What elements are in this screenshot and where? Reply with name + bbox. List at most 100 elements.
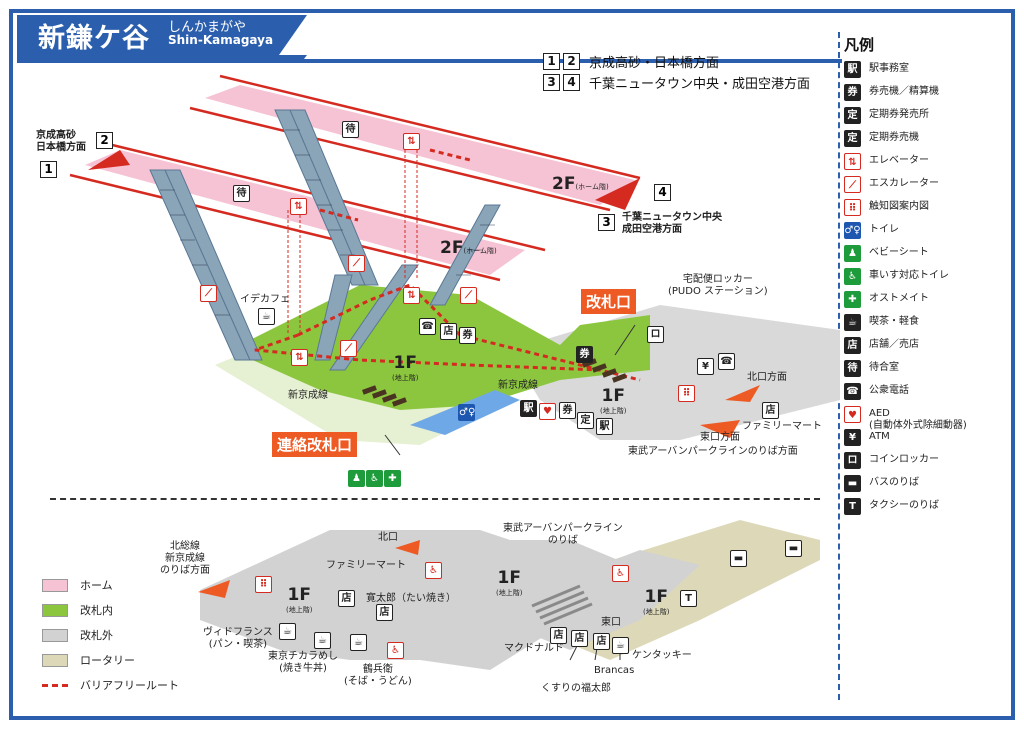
- key-barrier-free-swatch: [42, 683, 68, 687]
- atm-icon: ¥: [697, 358, 714, 375]
- direction-1-2: 1 2 京成高砂・日本橋方面: [543, 52, 719, 71]
- legend-label: トイレ: [869, 224, 899, 235]
- legend-label: ATM: [869, 431, 890, 442]
- legend-item: 定定期券売機: [844, 130, 1014, 153]
- pudo-label: 宅配便ロッカー (PUDO ステーション): [668, 274, 768, 297]
- legend-item: ♂♀ トイレ: [844, 222, 1014, 245]
- legend-item: 駅駅事務室: [844, 61, 1014, 84]
- legend-item: ⟋エスカレーター: [844, 176, 1014, 199]
- legend-item: ♥ AED (自動体外式除細動器): [844, 406, 1014, 431]
- shop-icon: 店: [550, 627, 567, 644]
- platform-2f-back: [205, 85, 635, 205]
- escalator-icon: ⟋: [460, 287, 477, 304]
- familymart-label-lower: ファミリーマート: [326, 560, 406, 571]
- aed-icon: ♥: [844, 406, 861, 423]
- elevator-icon: ⇅: [291, 349, 308, 366]
- mcdonalds-label: マクドナルド: [504, 643, 564, 654]
- floor-1f-paid: 1F(地上階): [392, 353, 419, 383]
- north-exit-label: 北口: [378, 532, 398, 543]
- hokuso-arrow: [198, 580, 230, 598]
- waiting-room-icon: 待: [233, 185, 250, 202]
- legend-label: 券売機／精算機: [869, 86, 939, 97]
- station-office-icon: 駅: [844, 61, 861, 78]
- payphone-icon: ☎: [844, 383, 861, 400]
- cafe-icon: ☕: [612, 637, 629, 654]
- legend-item: ロコインロッカー: [844, 452, 1014, 475]
- elevator-icon: ⇅: [403, 133, 420, 150]
- legend-heading: 凡例: [844, 36, 875, 54]
- shinkeisei-label-b: 新京成線: [498, 380, 538, 391]
- ticket-machine-icon: 券: [459, 327, 476, 344]
- dir-right-label: 千葉ニュータウン中央 成田空港方面: [622, 212, 722, 235]
- tactile-map-icon: ⠿: [844, 199, 861, 216]
- legend-label: ベビーシート: [869, 247, 929, 258]
- wheelchair-toilet-icon: ♿: [425, 562, 442, 579]
- taxi-icon: T: [844, 498, 861, 515]
- key-platform-swatch: [42, 578, 68, 592]
- waiting-room-icon: 待: [844, 360, 861, 377]
- shop-icon: 店: [593, 633, 610, 650]
- payphone-icon: ☎: [718, 353, 735, 370]
- elevator-icon: ⇅: [844, 153, 861, 170]
- shop-icon: 店: [844, 337, 861, 354]
- tobu-platform-label: 東武アーバンパークライン のりば: [503, 523, 623, 546]
- cafe-icon: ☕: [350, 634, 367, 651]
- key-unpaid-swatch: [42, 628, 68, 642]
- legend-item: ✚オストメイト: [844, 291, 1014, 314]
- escalator-icon: ⟋: [844, 176, 861, 193]
- kusuri-label: くすりの福太郎: [541, 683, 611, 694]
- aed-icon: ♥: [539, 403, 556, 420]
- bus-icon: ▬: [785, 540, 802, 557]
- station-office-icon: 駅: [596, 418, 613, 435]
- elevator-icon: ⇅: [290, 198, 307, 215]
- direction-3-4: 3 4 千葉ニュータウン中央・成田空港方面: [543, 73, 810, 92]
- legend-item: ☎公衆電話: [844, 383, 1014, 406]
- legend-label: AED (自動体外式除細動器): [869, 408, 967, 431]
- ticket-machine-icon: 券: [844, 84, 861, 101]
- legend-label: コインロッカー: [869, 454, 939, 465]
- key-barrier-free: バリアフリールート: [42, 677, 179, 693]
- transfer-gate-label: 連絡改札口: [272, 432, 358, 457]
- taxi-icon: T: [680, 590, 697, 607]
- key-rotary: ロータリー: [42, 652, 135, 668]
- key-unpaid: 改札外: [42, 627, 113, 643]
- ticket-machine-icon: 券: [559, 402, 576, 419]
- legend-label: 店舗／売店: [869, 339, 919, 350]
- section-divider: [50, 498, 820, 500]
- legend-item: 定定期券発売所: [844, 107, 1014, 130]
- floor-2f-front: 2F(ホーム階): [440, 238, 497, 258]
- station-office-icon: 駅: [520, 400, 537, 417]
- tactile-map-icon: ⠿: [255, 576, 272, 593]
- station-kana: しんかまがや: [168, 20, 247, 35]
- legend-item: 待待合室: [844, 360, 1014, 383]
- shop-icon: 店: [762, 402, 779, 419]
- kfc-label: ケンタッキー: [632, 650, 692, 661]
- atm-icon: ¥: [844, 429, 861, 446]
- legend-item: ☕喫茶・軽食: [844, 314, 1014, 337]
- commuter-pass-office-icon: 定: [844, 107, 861, 124]
- key-paid: 改札内: [42, 602, 113, 618]
- kantaro-label: 寛太郎（たい焼き）: [366, 593, 456, 604]
- floor-1f-lower-west: 1F(地上階): [286, 585, 313, 615]
- north-exit-arrow: [725, 385, 760, 402]
- key-rotary-swatch: [42, 653, 68, 667]
- floor-2f-back: 2F(ホーム階): [552, 174, 609, 194]
- shinkeisei-label-a: 新京成線: [288, 390, 328, 401]
- wheelchair-toilet-icon: ♿: [612, 565, 629, 582]
- cafe-icon: ☕: [844, 314, 861, 331]
- legend-item: ⠿触知図案内図: [844, 199, 1014, 222]
- familymart-label-upper: ファミリーマート: [742, 421, 822, 432]
- wheelchair-toilet-icon: ♿: [387, 642, 404, 659]
- payphone-icon: ☎: [419, 318, 436, 335]
- legend-item: 券券売機／精算機: [844, 84, 1014, 107]
- shop-icon: 店: [376, 604, 393, 621]
- toilet-icon: ♂♀: [844, 222, 861, 239]
- shop-icon: 店: [571, 630, 588, 647]
- coin-locker-icon: ロ: [647, 326, 664, 343]
- legend-label: オストメイト: [869, 293, 929, 304]
- escalator-icon: ⟋: [340, 340, 357, 357]
- floor-1f-lower-center: 1F(地上階): [496, 568, 523, 598]
- floor-1f-lower-east: 1F(地上階): [643, 587, 670, 617]
- east-exit-dir-label: 東口方面: [700, 432, 740, 443]
